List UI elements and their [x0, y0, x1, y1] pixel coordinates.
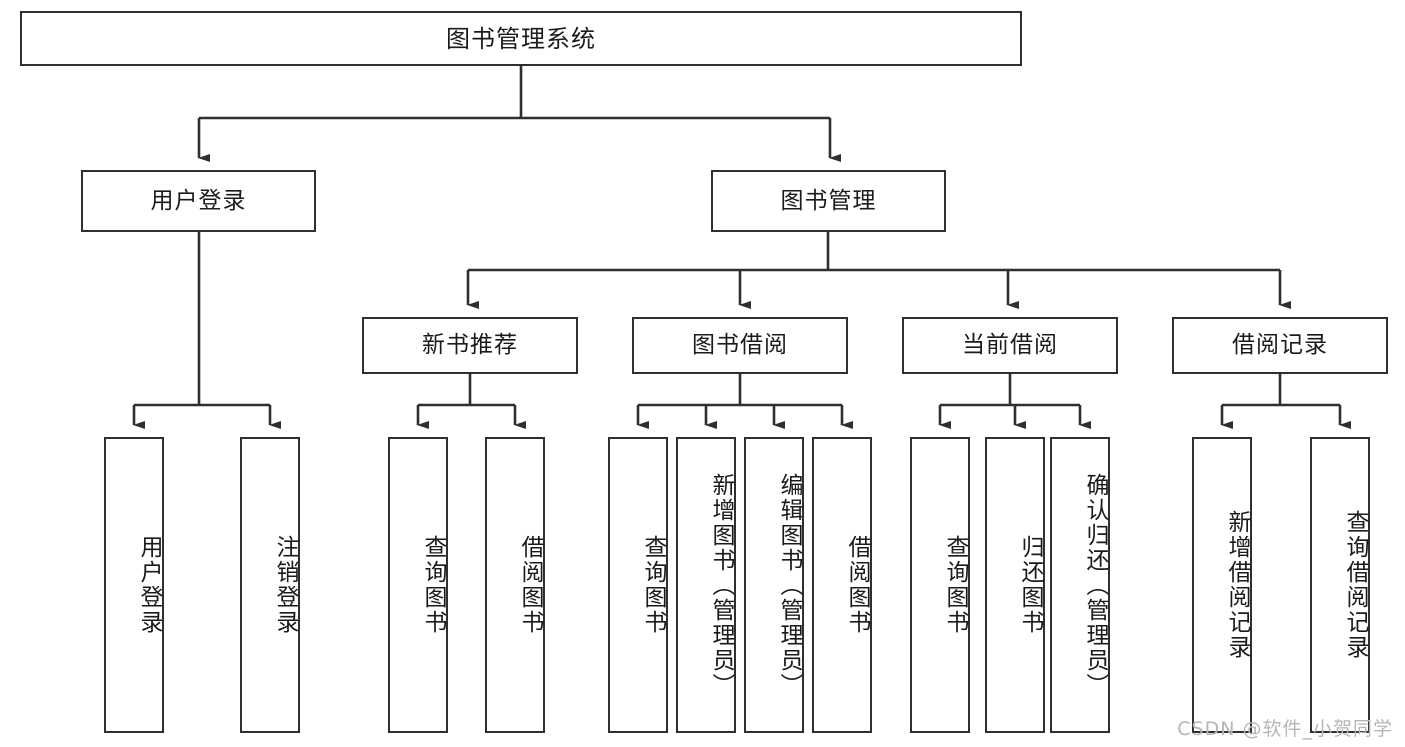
node-current-borrow[interactable]: 当前借阅	[902, 317, 1118, 374]
leaf-node[interactable]: 归还图书	[985, 437, 1045, 733]
leaf-node[interactable]: 编辑图书（管理员）	[744, 437, 804, 733]
node-user-login[interactable]: 用户登录	[81, 170, 316, 232]
node-book-management[interactable]: 图书管理	[711, 170, 946, 232]
leaf-node[interactable]: 注销登录	[240, 437, 300, 733]
leaf-node[interactable]: 借阅图书	[485, 437, 545, 733]
leaf-node[interactable]: 用户登录	[104, 437, 164, 733]
leaf-node[interactable]: 查询图书	[388, 437, 448, 733]
leaf-node[interactable]: 确认归还（管理员）	[1050, 437, 1110, 733]
csdn-watermark: CSDN @软件_小贺同学	[1177, 718, 1393, 740]
node-root[interactable]: 图书管理系统	[20, 11, 1022, 66]
node-borrow-record[interactable]: 借阅记录	[1172, 317, 1388, 374]
node-new-book-recommend[interactable]: 新书推荐	[362, 317, 578, 374]
leaf-node[interactable]: 查询图书	[608, 437, 668, 733]
leaf-node[interactable]: 借阅图书	[812, 437, 872, 733]
leaf-node[interactable]: 查询图书	[910, 437, 970, 733]
node-book-borrow[interactable]: 图书借阅	[632, 317, 848, 374]
leaf-node[interactable]: 新增图书（管理员）	[676, 437, 736, 733]
leaf-node[interactable]: 查询借阅记录	[1310, 437, 1370, 733]
leaf-node[interactable]: 新增借阅记录	[1192, 437, 1252, 733]
